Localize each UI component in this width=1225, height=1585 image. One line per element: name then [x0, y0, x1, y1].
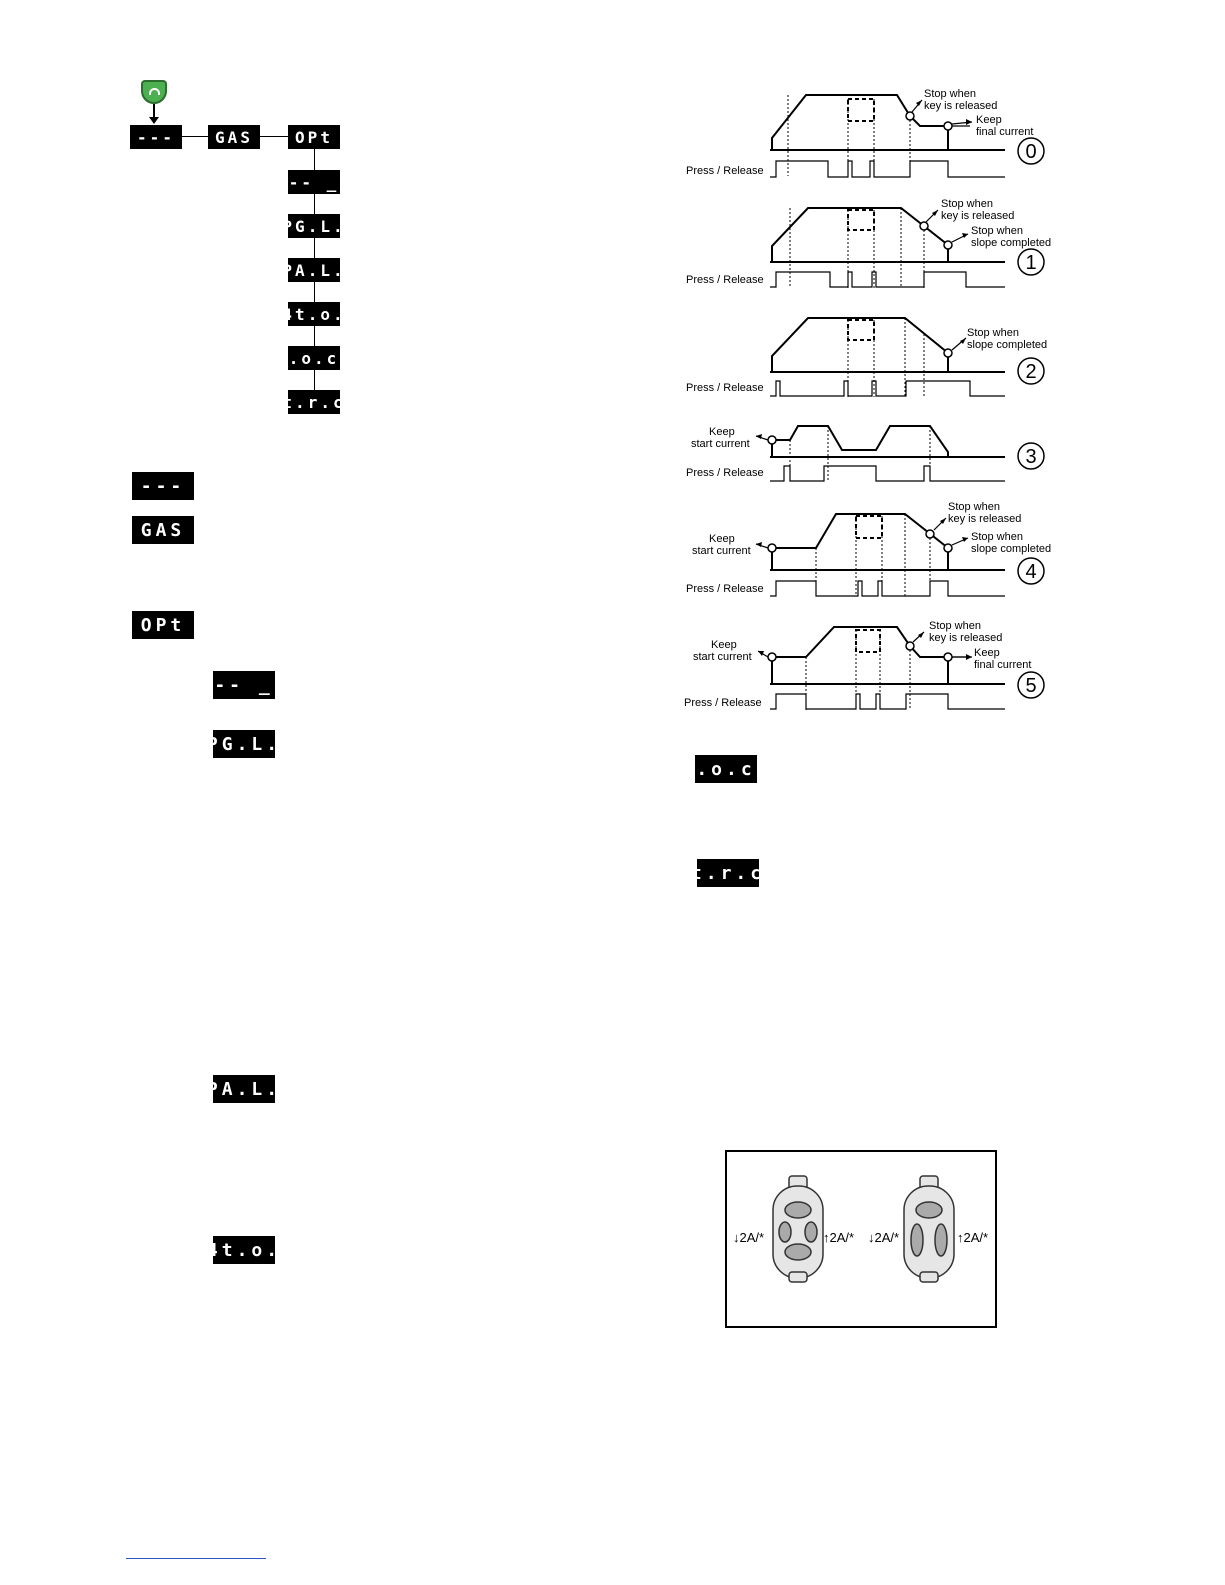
mode-number-4: 4 — [1025, 561, 1036, 583]
legend-trc: t.r.c — [697, 859, 759, 887]
mode-1-stop-slope-2: slope completed — [971, 237, 1051, 249]
legend-pgl: PG.L. — [213, 730, 275, 758]
mode-5-stop-key-1: Stop when — [929, 620, 981, 632]
footer-rule — [126, 1558, 266, 1559]
mode-2-stop-slope-1: Stop when — [967, 327, 1019, 339]
mode-5-keep-final-1: Keep — [974, 647, 1000, 659]
legend-pal: PA.L. — [213, 1075, 275, 1103]
press-release-label-1: Press / Release — [686, 274, 764, 286]
mode-4-keep-start-1: Keep — [709, 533, 735, 545]
mode-3-keep-start-2: start current — [691, 438, 750, 450]
mode-1-stop-key-2: key is released — [941, 210, 1014, 222]
mode-1-stop-key-1: Stop when — [941, 198, 993, 210]
press-release-label-4: Press / Release — [686, 583, 764, 595]
left-remote-up-label: ↑2A/* — [823, 1230, 855, 1245]
mode-4-stop-slope-2: slope completed — [971, 543, 1051, 555]
menu-node-dashes[interactable]: --- — [130, 125, 182, 149]
mode-3-diagram — [770, 425, 1005, 482]
menu-option-trc[interactable]: t.r.c — [288, 390, 340, 414]
legend-4to: 4t.o. — [213, 1236, 275, 1264]
mode-4-stop-slope-1: Stop when — [971, 531, 1023, 543]
mode-4-keep-start-2: start current — [692, 545, 751, 557]
legend-doc: d.o.c. — [695, 755, 757, 783]
right-remote-down-label: ↓2A/* — [868, 1230, 900, 1245]
mode-2-stop-slope-2: slope completed — [967, 339, 1047, 351]
mode-4-diagram — [770, 513, 1005, 597]
menu-option-pal[interactable]: PA.L. — [288, 258, 340, 282]
mode-5-diagram — [770, 626, 1005, 710]
mode-number-2: 2 — [1025, 361, 1036, 383]
press-release-label-3: Press / Release — [686, 467, 764, 479]
mode-0-diagram — [770, 94, 1005, 178]
legend-opt: OPt — [132, 611, 194, 639]
legend-gas: GAS — [132, 516, 194, 544]
left-remote-icon — [772, 1175, 824, 1283]
mode-3-keep-start-1: Keep — [709, 426, 735, 438]
mode-5-keep-start-1: Keep — [711, 639, 737, 651]
menu-node-opt[interactable]: OPt — [288, 125, 340, 149]
menu-option-doc[interactable]: d.o.c. — [288, 346, 340, 370]
mode-5-keep-start-2: start current — [693, 651, 752, 663]
press-release-label-0: Press / Release — [686, 165, 764, 177]
menu-option-pgl[interactable]: PG.L. — [288, 214, 340, 238]
right-remote-icon — [903, 1175, 955, 1283]
mode-number-3: 3 — [1025, 446, 1036, 468]
press-release-label-2: Press / Release — [686, 382, 764, 394]
press-release-label-5: Press / Release — [684, 697, 762, 709]
mode-0-stop-key-2: key is released — [924, 100, 997, 112]
mode-2-diagram — [770, 317, 1005, 397]
start-key-icon[interactable] — [141, 80, 167, 104]
mode-number-0: 0 — [1025, 141, 1036, 163]
menu-option-trigger-mode[interactable]: -- _ — [288, 170, 340, 194]
left-remote-down-label: ↓2A/* — [733, 1230, 765, 1245]
mode-0-stop-key-1: Stop when — [924, 88, 976, 100]
legend-trigger-mode: -- _ — [213, 671, 275, 699]
menu-option-4to[interactable]: 4t.o. — [288, 302, 340, 326]
menu-node-gas[interactable]: GAS — [208, 125, 260, 149]
mode-number-5: 5 — [1025, 675, 1036, 697]
mode-0-keep-final-1: Keep — [976, 114, 1002, 126]
right-remote-up-label: ↑2A/* — [957, 1230, 989, 1245]
mode-4-stop-key-1: Stop when — [948, 501, 1000, 513]
mode-5-stop-key-2: key is released — [929, 632, 1002, 644]
legend-dashes: --- — [132, 472, 194, 500]
mode-4-stop-key-2: key is released — [948, 513, 1021, 525]
remote-control-figure: ↓2A/* ↑2A/* ↓2A/* ↑2A/* — [725, 1150, 997, 1328]
mode-5-keep-final-2: final current — [974, 659, 1031, 671]
mode-1-stop-slope-1: Stop when — [971, 225, 1023, 237]
mode-number-1: 1 — [1025, 252, 1036, 274]
mode-0-keep-final-2: final current — [976, 126, 1033, 138]
